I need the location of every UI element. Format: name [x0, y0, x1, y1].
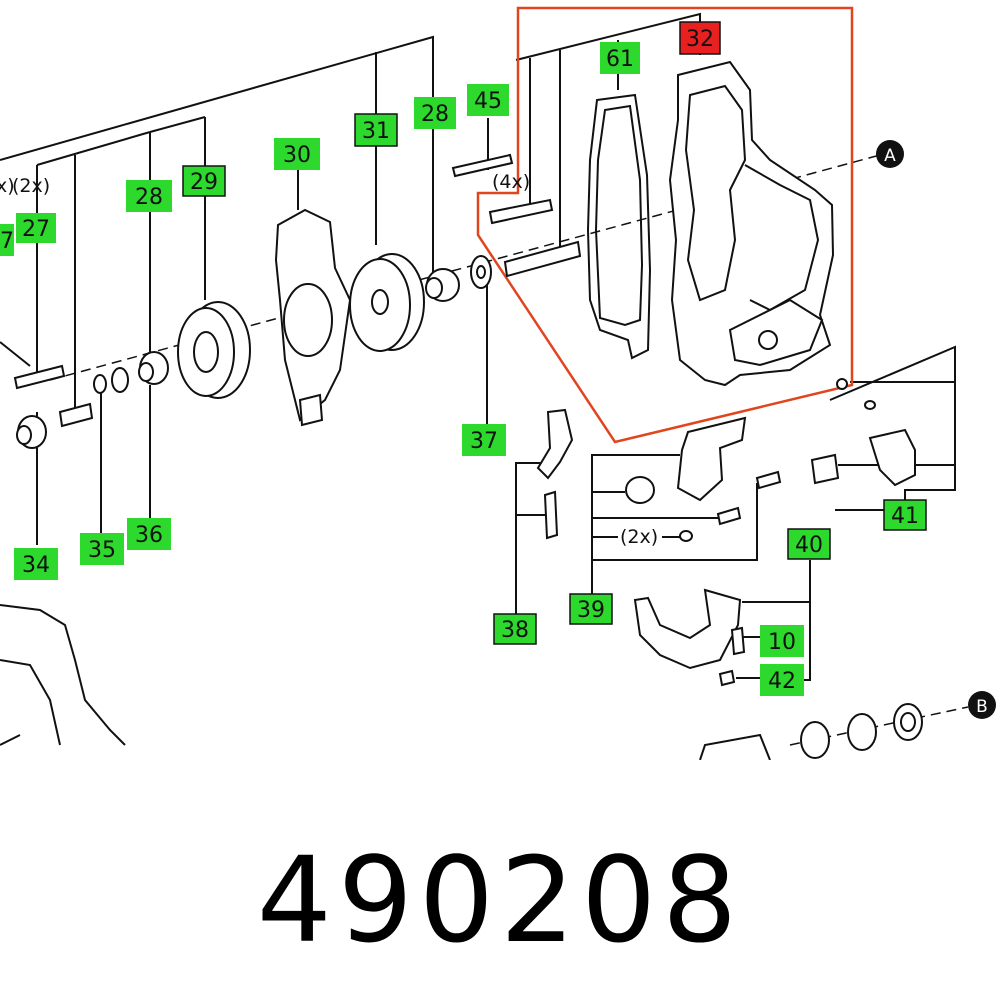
svg-text:40: 40 — [795, 533, 823, 558]
callout-36: 36 — [127, 518, 171, 550]
callout-32: 32 — [679, 21, 721, 55]
part-drawings — [0, 60, 923, 760]
clamp-part-40 — [633, 588, 742, 670]
svg-text:34: 34 — [22, 553, 50, 578]
callout-45: 45 — [467, 84, 509, 116]
svg-text:36: 36 — [135, 523, 163, 548]
callout-41: 41 — [883, 499, 927, 531]
quantity-x-partial: x) — [0, 175, 15, 197]
callout-40: 40 — [787, 528, 831, 560]
callout-37: 37 — [462, 424, 506, 456]
pawl-part-39 — [676, 416, 747, 502]
quantity-2x-top: (2x) — [12, 175, 50, 197]
callout-29: 29 — [182, 165, 226, 197]
pin-long — [503, 240, 582, 278]
callout-61: 61 — [600, 42, 640, 74]
svg-text:30: 30 — [283, 143, 311, 168]
svg-text:38: 38 — [501, 618, 529, 643]
quantity-notes: (4x) (2x) (2x) x) — [0, 171, 658, 548]
callout-7-partial: 7 — [0, 224, 14, 256]
svg-text:35: 35 — [88, 538, 116, 563]
svg-text:31: 31 — [362, 119, 390, 144]
callout-38: 38 — [493, 613, 537, 645]
svg-text:28: 28 — [421, 102, 449, 127]
callout-27: 27 — [16, 213, 56, 243]
washer-part-36 — [111, 367, 129, 393]
quantity-4x: (4x) — [492, 171, 530, 193]
svg-text:39: 39 — [577, 598, 605, 623]
axis-lines — [49, 154, 969, 746]
svg-text:A: A — [884, 146, 896, 166]
quantity-2x-mid: (2x) — [620, 526, 658, 548]
switch-part-41 — [868, 428, 916, 487]
callout-31: 31 — [354, 113, 398, 147]
lever-part-38 — [536, 408, 574, 480]
screw-part-45 — [451, 153, 514, 178]
svg-text:28: 28 — [135, 185, 163, 210]
callout-10: 10 — [760, 625, 804, 657]
callout-34: 34 — [14, 548, 58, 580]
svg-text:45: 45 — [474, 89, 502, 114]
svg-text:37: 37 — [470, 429, 498, 454]
exploded-parts-diagram: 61 32 45 31 28 30 29 28 27 37 34 35 36 3… — [0, 6, 996, 760]
part-number: 490208 — [256, 831, 744, 969]
svg-text:42: 42 — [768, 669, 796, 694]
callout-42: 42 — [760, 664, 804, 696]
svg-text:29: 29 — [190, 170, 218, 195]
callout-35: 35 — [80, 533, 124, 565]
reference-marker-a: A — [876, 140, 904, 168]
sleeve — [58, 402, 94, 428]
svg-text:41: 41 — [891, 504, 919, 529]
gasket-part-61 — [586, 93, 652, 360]
motor-housing-partial — [0, 604, 126, 746]
callout-labels: 61 32 45 31 28 30 29 28 27 37 34 35 36 3… — [0, 21, 927, 696]
callout-39: 39 — [569, 593, 613, 625]
svg-text:32: 32 — [686, 27, 714, 52]
part-32-highlight-frame — [476, 6, 854, 444]
reference-marker-b: B — [968, 691, 996, 719]
bracket-part-30 — [274, 208, 352, 422]
callout-30: 30 — [274, 138, 320, 170]
housing-part-32 — [668, 60, 835, 387]
svg-text:B: B — [976, 697, 988, 717]
ring-part-35 — [93, 374, 107, 394]
screw-part-27 — [13, 364, 66, 390]
svg-text:61: 61 — [606, 47, 634, 72]
svg-text:27: 27 — [22, 217, 50, 242]
callout-28-lower: 28 — [126, 180, 172, 212]
svg-text:10: 10 — [768, 630, 796, 655]
ball-bearing-1 — [800, 721, 830, 759]
callout-28-upper: 28 — [414, 97, 456, 129]
pin-short — [488, 198, 554, 225]
svg-text:7: 7 — [0, 229, 14, 254]
